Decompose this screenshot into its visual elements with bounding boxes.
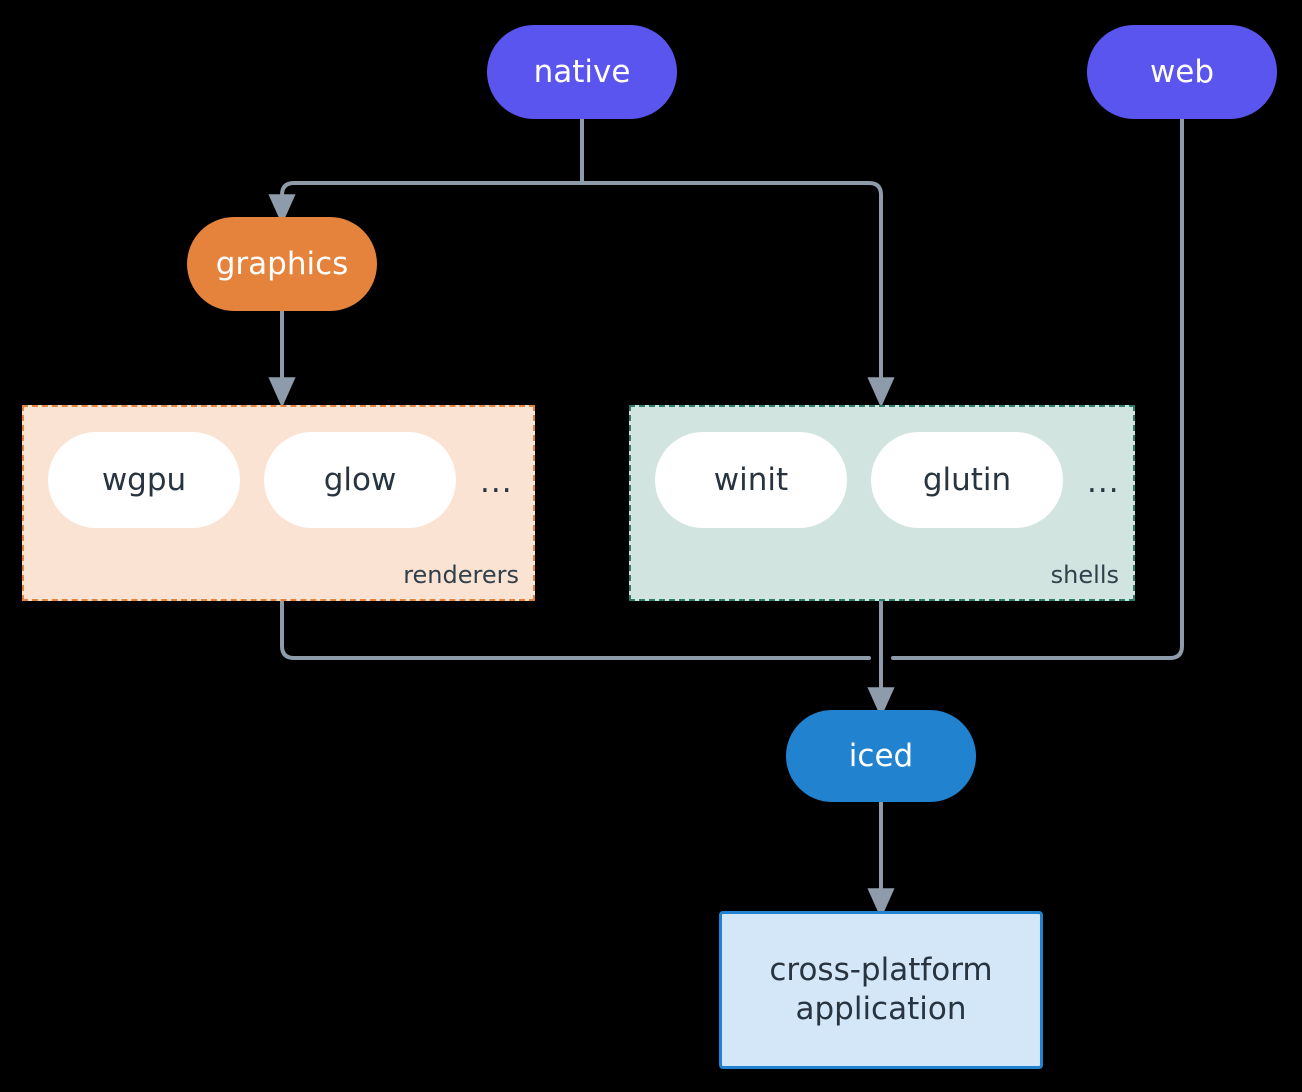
node-cross-platform-application[interactable]: cross-platform application (719, 911, 1043, 1069)
node-graphics[interactable]: graphics (187, 217, 377, 311)
node-iced[interactable]: iced (786, 710, 976, 802)
edge-native-graphics (268, 181, 584, 225)
node-glutin[interactable]: glutin (871, 432, 1063, 528)
node-web[interactable]: web (1087, 25, 1277, 119)
shells-ellipsis: ... (1087, 464, 1120, 500)
renderers-ellipsis: ... (480, 464, 513, 500)
node-native[interactable]: native (487, 25, 677, 119)
node-winit[interactable]: winit (655, 432, 847, 528)
edge-renderers-iced (280, 599, 871, 660)
node-glow[interactable]: glow (264, 432, 456, 528)
node-wgpu[interactable]: wgpu (48, 432, 240, 528)
group-shells-label: shells (1050, 561, 1119, 589)
edge-native-shells (580, 181, 895, 408)
edge-web-iced (891, 117, 1184, 660)
group-renderers-label: renderers (403, 561, 519, 589)
